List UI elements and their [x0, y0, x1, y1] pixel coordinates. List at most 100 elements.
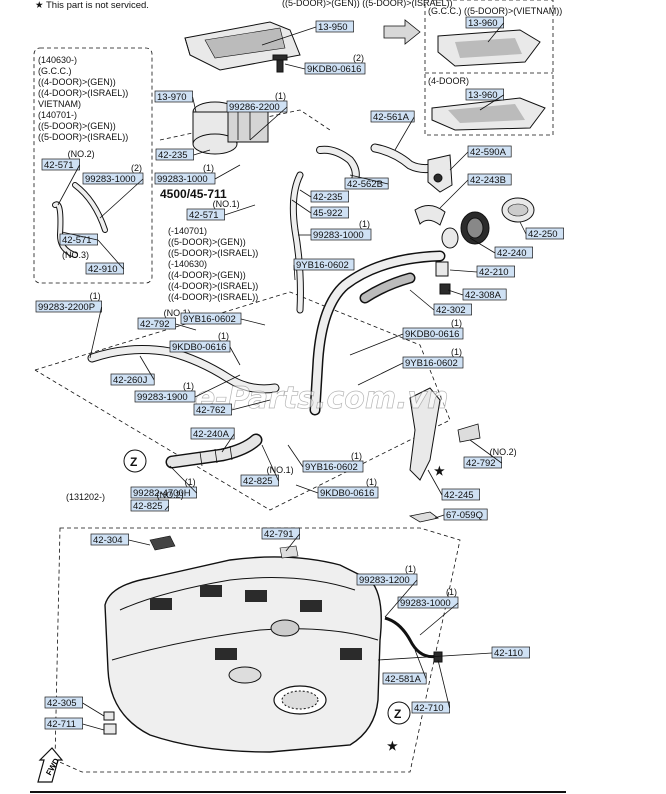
part-label-9kdb0-0616b[interactable]: 9KDB0-0616(1)	[402, 318, 464, 340]
part-number: 13-960	[468, 18, 498, 29]
part-label-42-571a[interactable]: 42-571(NO.2)	[41, 149, 95, 171]
part-qty: (NO.2)	[68, 149, 95, 159]
part-number: 99283-1000	[313, 230, 364, 241]
bracket-13-960-b	[431, 97, 546, 131]
part-label-42-562b[interactable]: 42-562B	[344, 177, 389, 190]
note-line: (-140701)	[168, 226, 207, 236]
part-label-box	[134, 390, 196, 403]
part-label-box	[190, 427, 235, 440]
leader-line	[221, 433, 235, 453]
label-67-059q	[408, 511, 439, 523]
part-label-42-210[interactable]: 42-210	[476, 265, 515, 278]
part-label-42-240[interactable]: 42-240	[494, 246, 533, 259]
note-line: ((4-DOOR)>(GEN))	[168, 270, 246, 280]
part-label-42-825b[interactable]: 42-825(NO.2)	[130, 490, 184, 512]
note-line: VIETNAM)	[38, 99, 81, 109]
part-label-box	[59, 233, 98, 246]
part-number: 42-792	[140, 319, 170, 330]
part-label-box	[467, 145, 512, 158]
part-label-9yb16-0602a[interactable]: 9YB16-0602	[293, 258, 355, 271]
part-label-42-581a[interactable]: 42-581A	[382, 672, 427, 685]
part-label-box	[35, 300, 102, 313]
part-label-42-304[interactable]: 42-304	[90, 533, 129, 546]
part-number: 99283-1900	[137, 392, 188, 403]
part-label-42-240a[interactable]: 42-240A	[190, 427, 235, 440]
part-label-42-250[interactable]: 42-250	[525, 227, 564, 240]
part-label-99283-1000c[interactable]: 99283-1000(1)	[310, 219, 372, 241]
part-label-42-710[interactable]: 42-710	[411, 701, 450, 714]
part-label-box	[186, 208, 225, 221]
part-label-99283-1000d[interactable]: 99283-1000(1)	[397, 587, 459, 609]
part-label-42-308a[interactable]: 42-308A	[462, 288, 507, 301]
part-label-9kdb0-0616a[interactable]: 9KDB0-0616(2)	[304, 53, 366, 75]
part-label-42-561a[interactable]: 42-561A	[370, 110, 415, 123]
ref-4500: 4500/45-711	[160, 187, 227, 201]
vent-tube-42-581a	[384, 616, 439, 659]
part-number: 99283-1200	[359, 575, 410, 586]
part-label-42-245[interactable]: 42-245	[441, 488, 480, 501]
part-label-42-571b[interactable]: 42-571(NO.1)	[186, 199, 240, 221]
part-label-42-590a[interactable]: 42-590A	[467, 145, 512, 158]
leader-line	[519, 221, 527, 235]
part-label-9yb16-0602d[interactable]: 9YB16-0602(1)	[302, 451, 364, 473]
part-qty: (1)	[359, 219, 370, 229]
part-label-42-571c[interactable]: 42-571	[59, 233, 98, 246]
part-label-42-791[interactable]: 42-791	[261, 527, 300, 540]
part-label-99283-1900[interactable]: 99283-1900(1)	[134, 381, 196, 403]
upper-outline	[159, 109, 331, 141]
part-label-42-305[interactable]: 42-305	[44, 696, 83, 709]
part-label-42-792a[interactable]: 42-792(NO.1)	[137, 308, 191, 330]
part-number: 42-581A	[385, 674, 422, 685]
part-label-42-110[interactable]: 42-110	[491, 646, 530, 659]
part-label-13-960a[interactable]: 13-960	[465, 16, 504, 29]
part-label-42-235b[interactable]: 42-235	[310, 190, 349, 203]
inset-left-notes: (140630-) (G.C.C.) ((4-DOOR)>(GEN)) ((4-…	[38, 55, 128, 142]
leader-line	[487, 22, 504, 43]
part-label-box	[463, 456, 502, 469]
part-label-99283-1200[interactable]: 99283-1200(1)	[356, 564, 418, 586]
part-number: 42-825	[243, 476, 273, 487]
part-number: 42-762	[196, 405, 226, 416]
part-number: 42-825	[133, 501, 163, 512]
leader-line	[82, 702, 105, 717]
part-label-42-260j[interactable]: 42-260J	[110, 373, 155, 386]
part-label-9yb16-0602b[interactable]: 9YB16-0602	[180, 312, 242, 325]
part-label-99283-1000b[interactable]: 99283-1000(1)	[154, 163, 216, 185]
part-label-42-792b[interactable]: 42-792(NO.2)	[463, 447, 517, 469]
part-number: 42-562B	[347, 179, 383, 190]
leader-line	[240, 318, 266, 326]
part-label-13-970[interactable]: 13-970	[154, 90, 193, 103]
hose-42-561a	[371, 144, 436, 173]
part-label-42-235a[interactable]: 42-235	[155, 148, 194, 161]
part-label-99283-2200p[interactable]: 99283-2200P(1)	[35, 291, 102, 313]
part-label-42-711[interactable]: 42-711	[44, 717, 83, 730]
star-icon: ★	[387, 739, 398, 753]
part-label-99283-1000a[interactable]: 99283-1000(2)	[82, 163, 144, 185]
part-label-9kdb0-0616c[interactable]: 9KDB0-0616(1)	[169, 331, 231, 353]
note-line: ((4-DOOR)>(GEN))	[38, 77, 116, 87]
callout-z-label: Z	[394, 707, 401, 721]
part-number: 9YB16-0602	[183, 314, 236, 325]
note-line: ((4-DOOR)>(ISRAEL))	[38, 88, 128, 98]
direction-arrow-icon	[383, 19, 421, 45]
part-label-13-960b[interactable]: 13-960	[465, 88, 504, 101]
part-label-42-302[interactable]: 42-302	[433, 303, 472, 316]
hose-rib	[229, 445, 233, 461]
part-label-42-910[interactable]: 42-910	[85, 262, 124, 275]
part-label-42-825a[interactable]: 42-825(NO.1)	[240, 465, 294, 487]
part-label-box	[462, 288, 507, 301]
part-label-9yb16-0602c[interactable]: 9YB16-0602(1)	[402, 347, 464, 369]
part-label-box	[130, 499, 169, 512]
part-label-67-059q[interactable]: 67-059Q	[443, 508, 488, 521]
part-label-99286-2200[interactable]: 99286-2200(1)	[226, 91, 288, 113]
part-label-box	[315, 20, 354, 33]
part-label-13-950[interactable]: 13-950	[315, 20, 354, 33]
leader-line	[192, 96, 197, 113]
leader-line	[437, 659, 450, 709]
part-label-42-243b[interactable]: 42-243B	[467, 173, 512, 186]
part-qty: (NO.1)	[213, 199, 240, 209]
part-label-9kdb0-0616d[interactable]: 9KDB0-0616(1)	[317, 477, 379, 499]
part-label-42-762[interactable]: 42-762	[193, 403, 232, 416]
part-label-box	[180, 312, 242, 325]
part-label-45-922[interactable]: 45-922	[310, 206, 349, 219]
